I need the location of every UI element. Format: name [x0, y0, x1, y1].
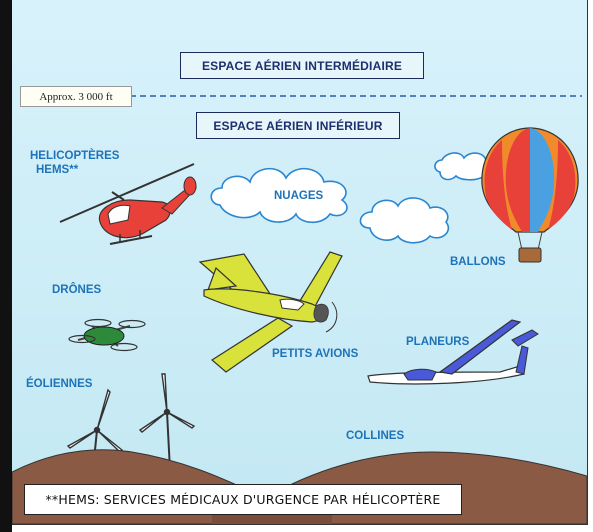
drone-icon: [68, 318, 146, 352]
helicopter-icon: [59, 163, 197, 245]
airspace-scene: ESPACE AÉRIEN INTERMÉDIAIRE ESPACE AÉRIE…: [12, 0, 588, 525]
label-small-planes: PETITS AVIONS: [272, 348, 359, 360]
zone-lower-box: ESPACE AÉRIEN INFÉRIEUR: [196, 112, 400, 139]
label-hills: COLLINES: [346, 430, 405, 442]
zone-intermediate-box: ESPACE AÉRIEN INTERMÉDIAIRE: [180, 52, 424, 79]
label-helicopters-line2: HEMS**: [36, 164, 79, 176]
altitude-marker: Approx. 3 000 ft: [20, 86, 132, 107]
left-border: [0, 0, 12, 532]
scene-graphics: [12, 0, 587, 524]
label-drones: DRÔNES: [52, 284, 102, 296]
label-clouds: NUAGES: [274, 190, 324, 202]
hot-air-balloon-icon: [481, 127, 579, 263]
label-wind-turbines: ÉOLIENNES: [26, 378, 93, 390]
label-balloons: BALLONS: [450, 256, 506, 268]
label-gliders: PLANEURS: [406, 336, 470, 348]
cloud-icon: [210, 167, 348, 224]
wind-turbine-icon: [138, 373, 196, 471]
small-plane-icon: [198, 251, 343, 373]
label-helicopters-line1: HELICOPTÈRES: [30, 150, 120, 162]
glider-icon: [367, 319, 539, 385]
footnote: **HEMS: SERVICES MÉDICAUX D'URGENCE PAR …: [24, 484, 462, 515]
cloud-icon: [359, 197, 450, 244]
